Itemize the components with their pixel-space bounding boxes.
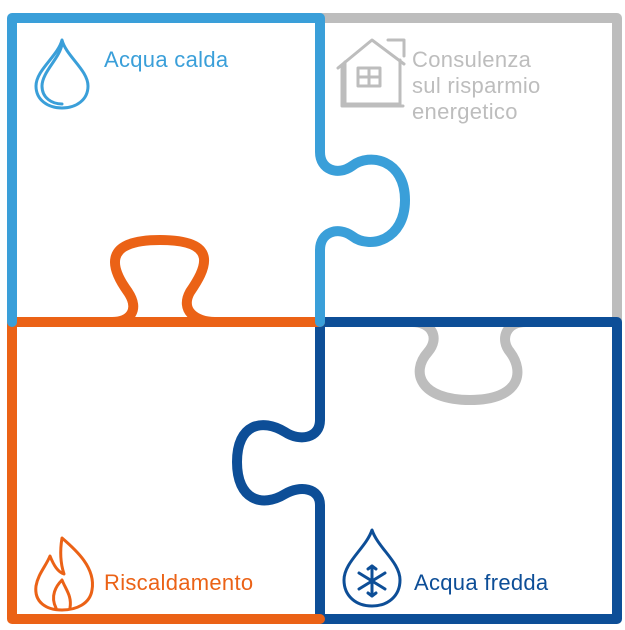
snowflake-drop-icon	[342, 528, 402, 608]
label-hot-water: Acqua calda	[104, 47, 229, 72]
puzzle-piece-cold-water	[232, 317, 622, 624]
label-consulting: Consulenza sul risparmio energetico	[412, 47, 612, 125]
water-drop-icon	[34, 38, 90, 110]
flame-icon	[34, 536, 94, 612]
label-heating: Riscaldamento	[104, 570, 254, 595]
label-cold-water: Acqua fredda	[414, 570, 549, 595]
puzzle-piece-consulting	[315, 13, 622, 405]
house-icon	[336, 38, 406, 108]
label-consulting-line: energetico	[412, 99, 518, 124]
label-consulting-line: Consulenza	[412, 47, 532, 72]
label-consulting-line: sul risparmio	[412, 73, 541, 98]
puzzle-piece-heating	[7, 235, 325, 624]
puzzle-piece-hot-water	[7, 13, 410, 327]
